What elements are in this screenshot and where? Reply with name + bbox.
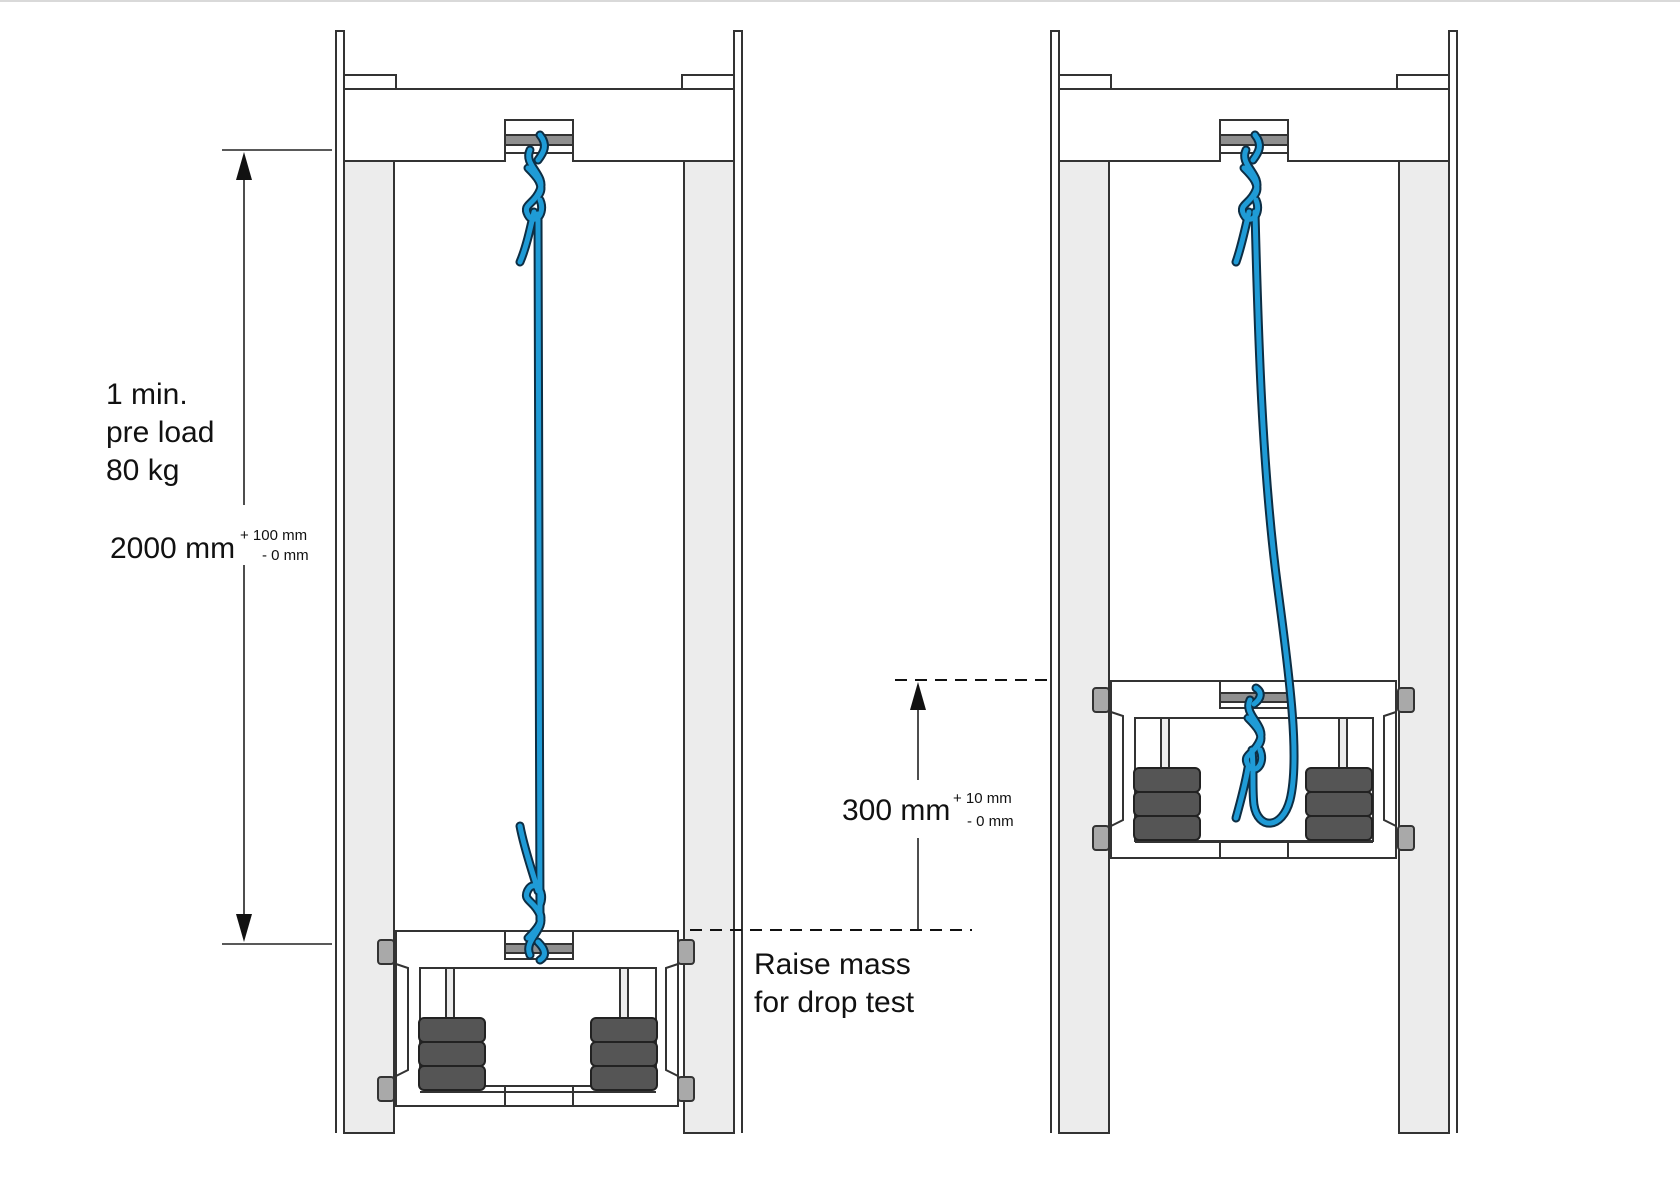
top-border (0, 0, 1680, 2)
right-test-rig (1050, 30, 1458, 1134)
drop-height-value: 2000 mm (110, 532, 236, 565)
drop-height-dimension (222, 149, 332, 945)
raise-height-tol-minus: - 0 mm (967, 813, 1014, 830)
preload-label: 1 min. pre load 80 kg (106, 376, 214, 490)
drop-height-tol-minus: - 0 mm (262, 547, 309, 564)
right-drop-mass (1092, 680, 1415, 859)
left-test-rig (222, 30, 743, 1134)
right-rig-frame (1050, 30, 1458, 1134)
left-rope (515, 130, 549, 965)
preload-line-3: 80 kg (106, 454, 180, 487)
raise-line-1: Raise mass (754, 948, 911, 981)
drop-height-tol-plus: + 100 mm (240, 527, 308, 544)
left-drop-mass (377, 930, 695, 1107)
preload-line-1: 1 min. (106, 378, 188, 411)
preload-line-2: pre load (106, 416, 215, 449)
raise-height-value: 300 mm (842, 794, 951, 827)
raise-height-dimension (910, 682, 926, 930)
right-rope (1231, 130, 1299, 828)
raise-line-2: for drop test (754, 986, 915, 1019)
left-rig-frame (335, 30, 743, 1134)
raise-height-tol-plus: + 10 mm (953, 790, 1012, 807)
raise-mass-label: Raise mass for drop test (754, 946, 914, 1022)
raise-reference-line (690, 679, 1104, 931)
